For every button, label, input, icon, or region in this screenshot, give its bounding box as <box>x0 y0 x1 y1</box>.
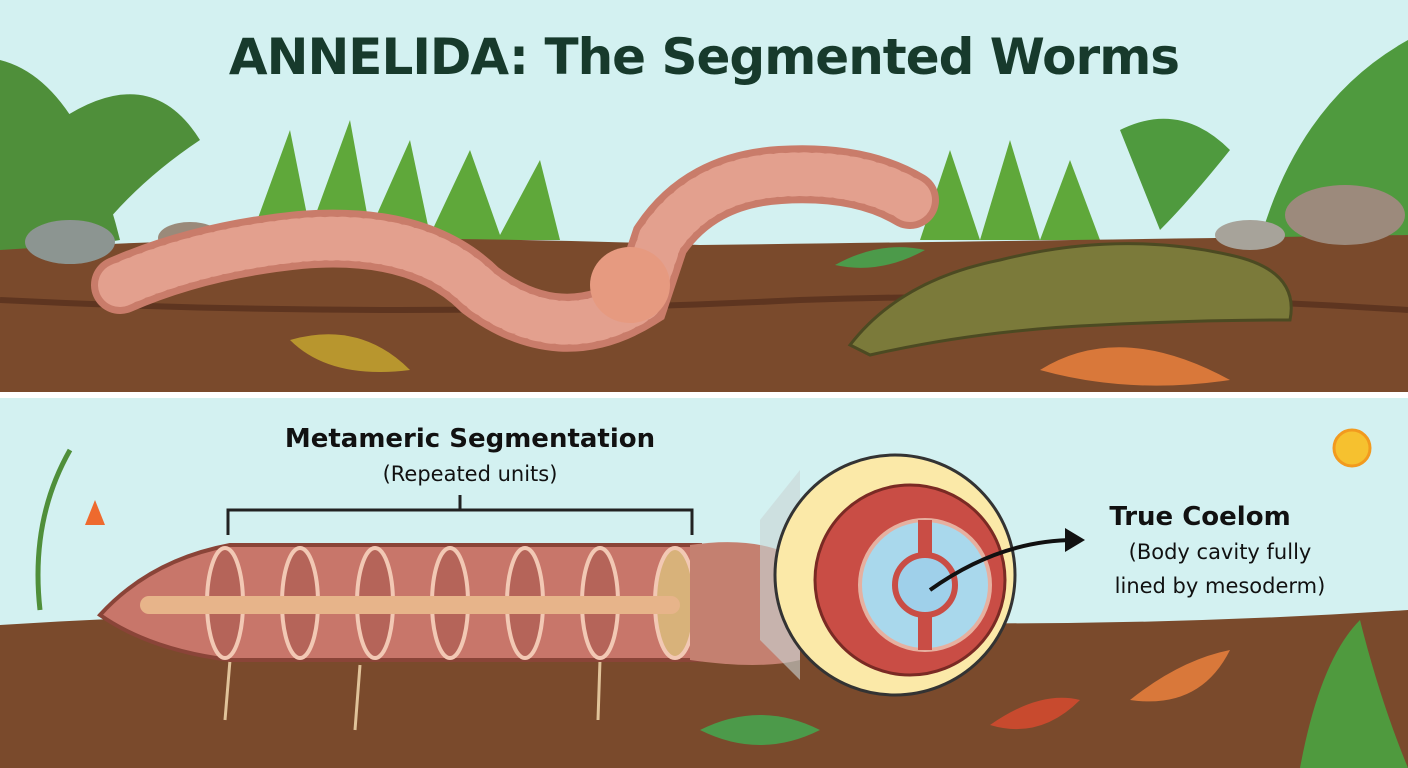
earthworm-body <box>98 152 932 345</box>
panel-divider <box>0 392 1408 398</box>
right-plant <box>1300 620 1408 768</box>
coelom-description-line2: lined by mesoderm) <box>1114 574 1326 598</box>
rock <box>1215 220 1285 250</box>
rock <box>25 220 115 264</box>
sun-icon <box>1332 428 1372 468</box>
left-fern <box>35 448 73 611</box>
roots <box>223 659 602 731</box>
arrow-head <box>1065 528 1085 552</box>
page-title: ANNELIDA: The Segmented Worms <box>228 28 1180 86</box>
orange-flower <box>85 500 105 525</box>
leaf <box>835 247 925 268</box>
top-grass <box>250 120 1100 240</box>
leaf <box>1040 347 1230 386</box>
segmentation-heading: Metameric Segmentation <box>284 424 656 454</box>
leaf <box>990 697 1080 730</box>
rock <box>1285 185 1405 245</box>
coelom-description-line1: (Body cavity fully <box>1128 540 1312 564</box>
leaf <box>1130 650 1230 702</box>
gut <box>892 552 958 618</box>
top-left-plants <box>0 60 200 260</box>
coelom-heading: True Coelom <box>1109 502 1291 532</box>
gut-tube <box>140 596 680 614</box>
segmentation-subheading: (Repeated units) <box>382 462 558 486</box>
leaf <box>700 715 820 745</box>
segmentation-bracket <box>226 495 694 535</box>
arrow-icon <box>928 538 1076 592</box>
leech <box>847 242 1293 357</box>
leaf <box>290 334 410 372</box>
clitellum <box>590 247 670 323</box>
